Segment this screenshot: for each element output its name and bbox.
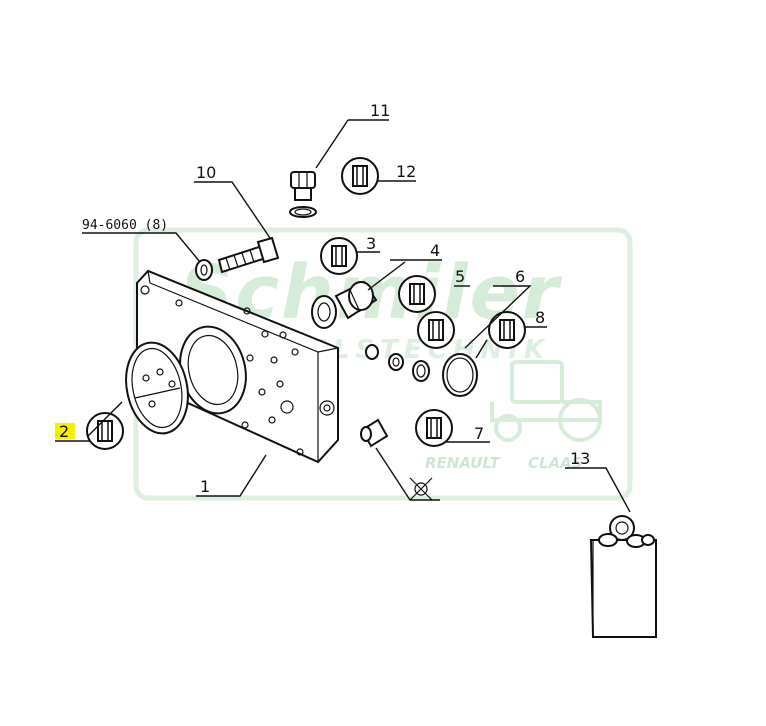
parts-bag — [589, 515, 657, 638]
callout-7: 7 — [474, 424, 484, 443]
gasket — [125, 341, 189, 435]
callout-11: 11 — [370, 101, 390, 120]
seal-kit-symbol-12 — [341, 157, 379, 195]
callout-3: 3 — [366, 234, 376, 253]
washer-small — [195, 259, 213, 281]
callout-ref: 94-6060 (8) — [82, 218, 168, 233]
callout-highlight — [55, 423, 75, 439]
nozzle-not-supplied — [360, 418, 433, 501]
callout-1: 1 — [200, 477, 210, 496]
callout-8: 8 — [535, 308, 545, 327]
callout-5: 5 — [455, 267, 465, 286]
tractor-watermark-icon — [490, 360, 602, 442]
seal-kit-symbol-5 — [398, 275, 436, 313]
callout-4: 4 — [430, 241, 440, 260]
bolt — [217, 236, 280, 274]
callout-12: 12 — [396, 162, 416, 181]
callout-6: 6 — [515, 267, 525, 286]
seal-kit-symbol-2 — [86, 412, 124, 450]
seal-kit-symbol-8 — [488, 311, 526, 349]
watermark-renault: RENAULT — [425, 454, 502, 472]
seal-kit-symbol-3 — [320, 237, 358, 275]
seal-kit-symbol-6 — [417, 311, 455, 349]
plug-screw — [289, 171, 317, 218]
callout-13: 13 — [570, 449, 590, 468]
seal-rings — [365, 344, 478, 397]
callout-10: 10 — [196, 163, 216, 182]
seal-kit-symbol-7 — [415, 409, 453, 447]
union-fitting — [311, 280, 378, 329]
leader-lines — [82, 119, 631, 513]
callout-labels: 11 12 10 94-6060 (8) 3 4 5 6 8 7 1 2 13 — [59, 101, 590, 496]
callout-2: 2 — [59, 422, 69, 441]
